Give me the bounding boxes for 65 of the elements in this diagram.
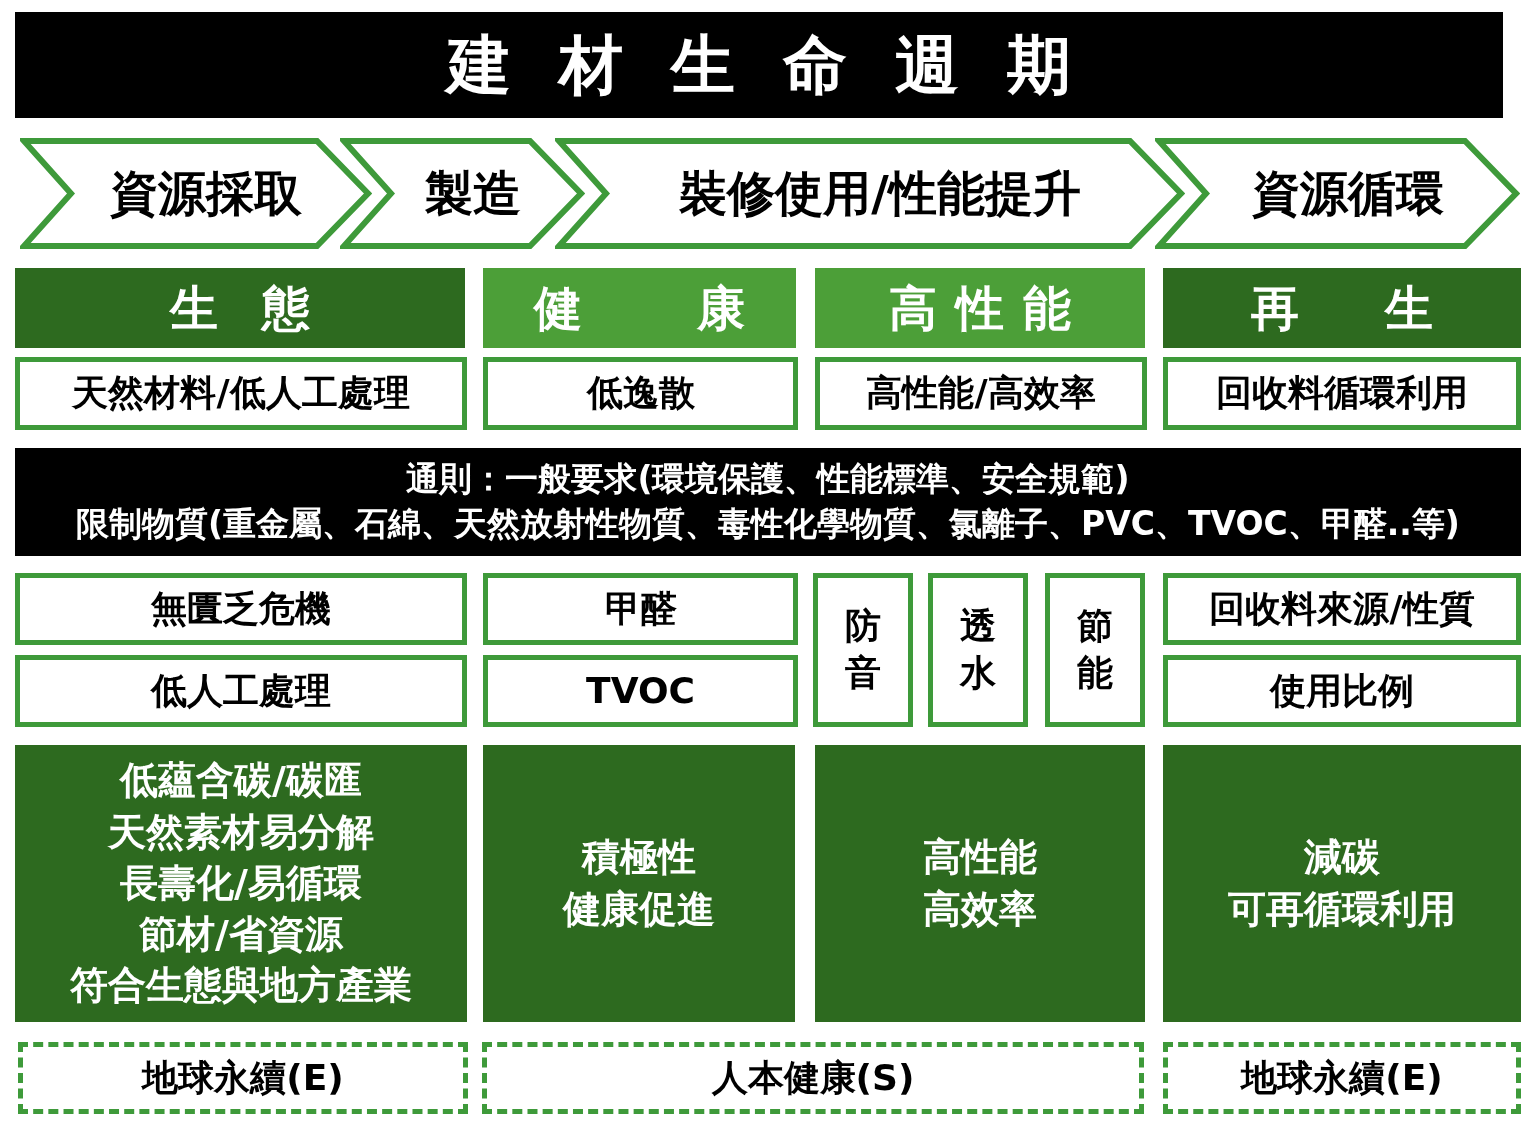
label-text: 地球永續(E) bbox=[142, 1055, 344, 1100]
label-text: 回收料循環利用 bbox=[1216, 371, 1468, 416]
criteria-box bbox=[483, 655, 798, 727]
pillar-box bbox=[1163, 1042, 1521, 1114]
label-text: 甲醛 bbox=[604, 586, 677, 631]
goal-panel bbox=[15, 745, 467, 1022]
label-text: 使用比例 bbox=[1270, 668, 1414, 713]
category-header bbox=[815, 268, 1145, 348]
label-text: 資源採取 bbox=[110, 164, 302, 224]
category-header bbox=[1163, 268, 1521, 348]
header-text: 生態 bbox=[170, 278, 353, 338]
criteria-box bbox=[1163, 655, 1521, 727]
goal-text: 積極性 bbox=[582, 834, 696, 882]
label-text: 高性能/高效率 bbox=[866, 371, 1096, 416]
criteria-box bbox=[15, 573, 467, 645]
header-text: 高性能 bbox=[888, 278, 1091, 338]
criteria-box bbox=[815, 357, 1147, 430]
goal-panel bbox=[1163, 745, 1521, 1022]
criteria-box bbox=[1163, 573, 1521, 645]
goal-text: 天然素材易分解 bbox=[108, 808, 374, 856]
header-text: 再生 bbox=[1250, 278, 1520, 338]
header-text: 健康 bbox=[533, 278, 861, 338]
criteria-box bbox=[1045, 573, 1145, 727]
label-text: 天然材料/低人工處理 bbox=[72, 371, 410, 416]
stage-step bbox=[1155, 137, 1520, 250]
goal-text: 符合生態與地方產業 bbox=[70, 962, 412, 1010]
label-text: 低逸散 bbox=[586, 371, 695, 416]
label-text: 地球永續(E) bbox=[1241, 1055, 1443, 1100]
criteria-box bbox=[483, 357, 798, 430]
label-text: 製造 bbox=[424, 164, 521, 224]
goal-text: 低蘊含碳/碳匯 bbox=[120, 757, 362, 805]
category-header bbox=[15, 268, 465, 348]
goal-text: 節材/省資源 bbox=[139, 911, 343, 959]
criteria-box bbox=[15, 357, 467, 430]
label-text: 無匱乏危機 bbox=[151, 586, 331, 631]
label-text: 裝修使用/性能提升 bbox=[679, 164, 1081, 224]
goal-text: 高性能 bbox=[923, 834, 1037, 882]
goal-text: 減碳 bbox=[1304, 834, 1380, 882]
label-text: 低人工處理 bbox=[151, 668, 331, 713]
goal-text: 長壽化/易循環 bbox=[120, 859, 362, 907]
stage-step bbox=[340, 137, 585, 250]
label-text: 透水 bbox=[960, 604, 996, 695]
pillar-box bbox=[18, 1042, 468, 1114]
criteria-box bbox=[483, 573, 798, 645]
stage-step bbox=[20, 137, 372, 250]
label-text: 回收料來源/性質 bbox=[1209, 586, 1475, 631]
label-text: 通則：一般要求(環境保護、性能標準、安全規範) bbox=[406, 458, 1130, 501]
category-header bbox=[483, 268, 796, 348]
criteria-box bbox=[813, 573, 913, 727]
goal-text: 高效率 bbox=[923, 885, 1037, 933]
criteria-box bbox=[928, 573, 1028, 727]
goal-panel bbox=[483, 745, 795, 1022]
label-text: 節能 bbox=[1077, 604, 1113, 695]
general-rules-band bbox=[15, 448, 1521, 556]
label-text: 防音 bbox=[845, 604, 881, 695]
label-text: 限制物質(重金屬、石綿、天然放射性物質、毒性化學物質、氯離子、PVC、TVOC、甲醛..等) bbox=[76, 503, 1460, 545]
criteria-box bbox=[15, 655, 467, 727]
criteria-box bbox=[1163, 357, 1521, 430]
label-text: 資源循環 bbox=[1251, 164, 1444, 224]
pillar-box bbox=[482, 1042, 1144, 1114]
goal-panel bbox=[815, 745, 1145, 1022]
goal-text: 健康促進 bbox=[563, 885, 715, 933]
label-text: 人本健康(S) bbox=[711, 1055, 915, 1100]
label-text: TVOC bbox=[586, 668, 695, 713]
goal-text: 可再循環利用 bbox=[1228, 885, 1456, 933]
